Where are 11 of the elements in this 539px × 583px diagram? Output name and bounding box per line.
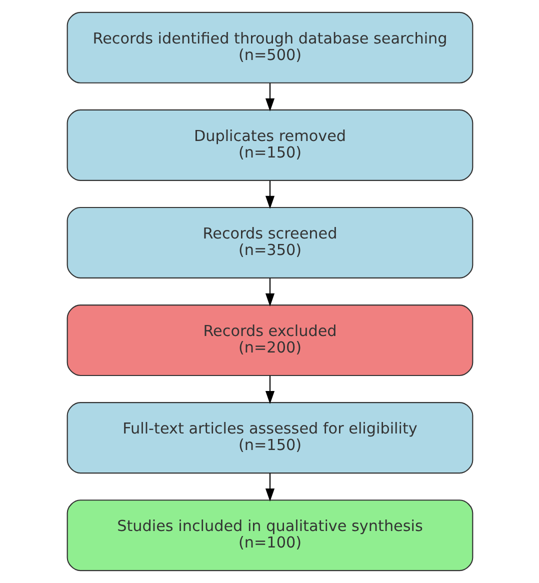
node-box: Duplicates removed (n=150) <box>66 109 473 181</box>
arrow <box>264 180 274 209</box>
node-box: Records identified through database searching (n=500) <box>66 12 473 84</box>
arrow <box>264 376 274 404</box>
arrow <box>264 473 274 502</box>
node-box: Records screened (n=350) <box>66 206 473 278</box>
node-box: Studies included in qualitative synthesis (n=100) <box>66 500 473 572</box>
arrow <box>264 83 274 112</box>
node-box: Full-text articles assessed for eligibility (n=150) <box>66 402 473 474</box>
node-box: Records excluded (n=200) <box>66 304 473 376</box>
arrow <box>264 278 274 306</box>
